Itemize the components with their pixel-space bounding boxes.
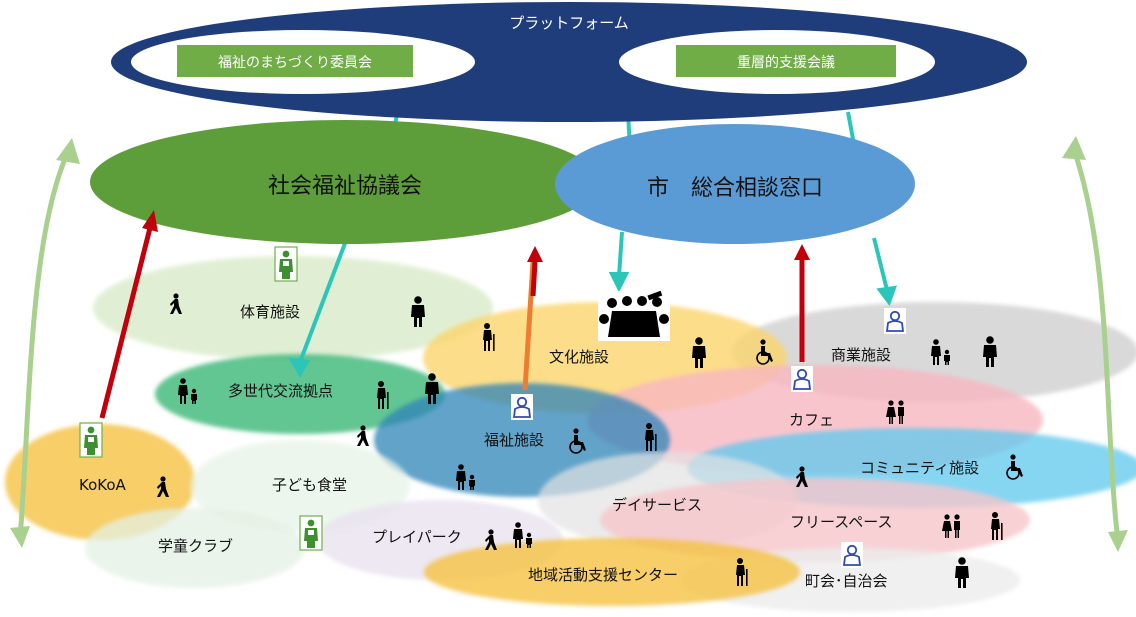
- after-school-label: 学童クラブ: [158, 537, 233, 555]
- woman-icon-town: [840, 541, 864, 569]
- kokoa-area: [5, 424, 195, 540]
- culture-label: 文化施設: [549, 348, 609, 366]
- commerce-label: 商業施設: [831, 346, 891, 364]
- woman-icon-cafe: [790, 365, 814, 393]
- community-label: コミュニティ施設: [860, 459, 979, 477]
- staff-icon-gym: [274, 246, 298, 282]
- free-space-label: フリースペース: [790, 513, 892, 531]
- pictograms: [79, 246, 1024, 588]
- day-service-label: デイサービス: [612, 496, 702, 514]
- meeting-icon: [598, 290, 670, 341]
- staff-icon-after-school: [299, 515, 323, 551]
- gym-label: 体育施設: [240, 303, 300, 321]
- council-label: 社会福祉協議会: [268, 174, 422, 199]
- facility-areas: [5, 256, 1136, 612]
- staff-icon-kokoa: [79, 422, 103, 458]
- committee-label: 福祉のまちづくり委員会: [218, 55, 372, 71]
- city-desk-label: 市 総合相談窓口: [647, 176, 823, 201]
- upward-arrows: [99, 210, 810, 419]
- multigen-label: 多世代交流拠点: [228, 382, 333, 400]
- cafe-label: カフェ: [789, 411, 834, 429]
- welfare-label: 福祉施設: [484, 431, 544, 449]
- platform-title: プラットフォーム: [509, 14, 629, 32]
- council-hub: 社会福祉協議会: [90, 120, 600, 244]
- facility-labels: 体育施設 文化施設 商業施設 多世代交流拠点 カフェ 福祉施設 コミュニティ施設…: [79, 303, 979, 590]
- woman-icon-commerce: [883, 307, 907, 335]
- right-cycle-arrow: [1062, 136, 1128, 552]
- support-meeting-label: 重層的支援会議: [737, 54, 835, 71]
- woman-icon-welfare: [510, 393, 534, 421]
- town-assoc-label: 町会･自治会: [805, 572, 888, 590]
- after-school-area: [85, 508, 305, 588]
- play-park-label: プレイパーク: [372, 528, 462, 546]
- free-space-area: [600, 478, 1030, 562]
- activity-center-area: [424, 538, 800, 606]
- committee-box: [177, 45, 413, 77]
- support-meeting-box: [676, 45, 896, 77]
- kids-cafeteria-label: 子ども食堂: [272, 476, 347, 494]
- kokoa-label: KoKoA: [79, 476, 127, 494]
- platform-area: プラットフォーム 福祉のまちづくり委員会 重層的支援会議: [111, 2, 1027, 122]
- activity-center-label: 地域活動支援センター: [528, 566, 678, 584]
- left-cycle-arrow: [10, 138, 80, 548]
- city-desk-hub: 市 総合相談窓口: [555, 124, 915, 244]
- multigen-area: [155, 354, 445, 434]
- kids-cafeteria-area: [190, 440, 410, 532]
- gym-area: [93, 256, 493, 360]
